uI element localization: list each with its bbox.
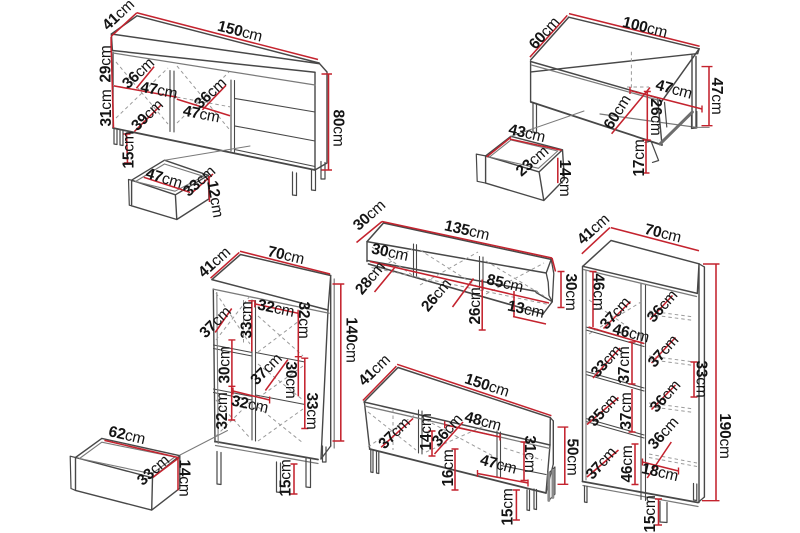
svg-text:31cm: 31cm: [98, 89, 115, 126]
svg-text:26cm: 26cm: [467, 287, 484, 324]
svg-text:33cm: 33cm: [239, 301, 256, 338]
svg-text:15cm: 15cm: [121, 131, 138, 168]
svg-text:14cm: 14cm: [418, 413, 435, 450]
svg-text:29cm: 29cm: [98, 45, 115, 82]
svg-text:15cm: 15cm: [642, 495, 659, 532]
svg-text:46cm: 46cm: [619, 445, 636, 482]
svg-text:31cm: 31cm: [521, 435, 538, 472]
svg-text:30cm: 30cm: [562, 273, 579, 310]
svg-text:140cm: 140cm: [342, 317, 359, 363]
svg-text:12cm: 12cm: [203, 179, 226, 218]
svg-text:15cm: 15cm: [500, 488, 517, 525]
svg-text:32cm: 32cm: [295, 301, 312, 338]
svg-text:30cm: 30cm: [282, 361, 299, 398]
svg-text:16cm: 16cm: [440, 449, 457, 486]
svg-text:33cm: 33cm: [303, 392, 320, 429]
svg-text:14cm: 14cm: [556, 159, 573, 196]
svg-text:47cm: 47cm: [708, 77, 725, 114]
svg-text:190cm: 190cm: [716, 413, 733, 459]
svg-text:47cm: 47cm: [139, 79, 179, 103]
svg-text:47cm: 47cm: [181, 103, 221, 127]
svg-text:15cm: 15cm: [278, 459, 295, 496]
svg-text:32cm: 32cm: [214, 392, 231, 429]
svg-text:80cm: 80cm: [329, 109, 346, 146]
svg-text:37cm: 37cm: [616, 346, 633, 383]
svg-text:50cm: 50cm: [563, 438, 580, 475]
svg-text:37cm: 37cm: [618, 392, 635, 429]
svg-text:33cm: 33cm: [692, 360, 709, 397]
svg-text:17cm: 17cm: [631, 139, 648, 176]
svg-text:14cm: 14cm: [175, 459, 192, 496]
svg-text:26cm: 26cm: [647, 98, 664, 135]
svg-text:30cm: 30cm: [217, 346, 234, 383]
svg-text:46cm: 46cm: [589, 273, 606, 310]
